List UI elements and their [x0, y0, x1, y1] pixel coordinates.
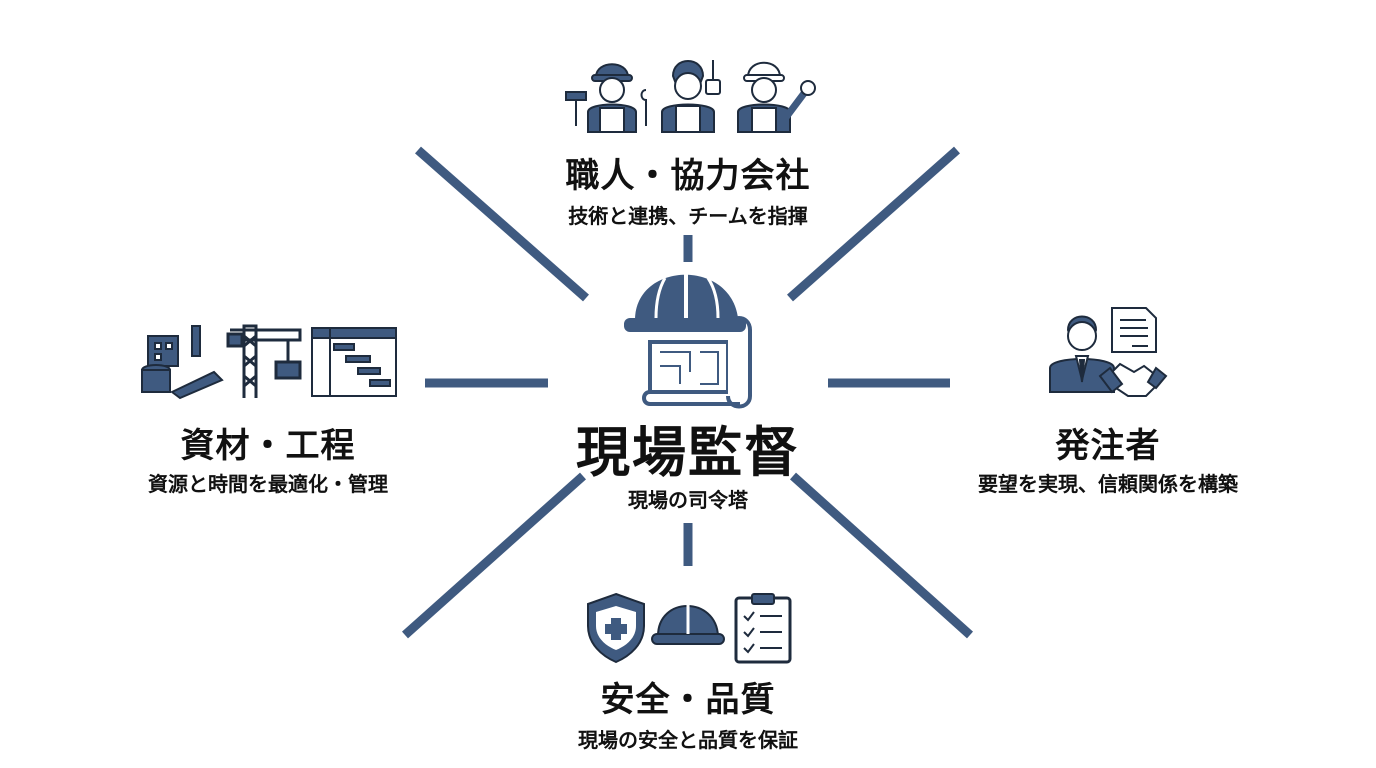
hard-hat-icon: [624, 268, 746, 332]
building-materials-icon: [141, 325, 224, 400]
node-right-desc: 要望を実現、信頼関係を構築: [978, 472, 1238, 496]
businessman-icon: [1049, 315, 1115, 393]
worker-wrench-icon: [737, 61, 816, 133]
shield-plus-icon: [587, 592, 645, 664]
node-top-title: 職人・協力会社: [565, 156, 811, 196]
connector-top-right: [787, 146, 960, 302]
node-bottom-title: 安全・品質: [600, 680, 776, 720]
crane-icon: [226, 324, 302, 398]
gantt-chart-icon: [311, 327, 397, 397]
hard-hat-small-icon: [651, 602, 725, 645]
center-title: 現場監督: [576, 421, 800, 484]
node-bottom-desc: 現場の安全と品質を保証: [578, 728, 798, 752]
handshake-icon: [1098, 362, 1168, 397]
node-top-desc: 技術と連携、チームを指揮: [568, 204, 808, 228]
node-left-title: 資材・工程: [180, 426, 356, 466]
center-subtitle: 現場の司令塔: [628, 488, 748, 512]
node-right-title: 発注者: [1055, 426, 1161, 466]
document-icon: [1111, 307, 1157, 353]
checklist-icon: [734, 593, 792, 664]
worker-thumbs-up-icon: [661, 60, 721, 133]
connector-bottom-right: [789, 472, 974, 639]
connector-top-left: [415, 146, 589, 302]
worker-hammer-icon: [565, 63, 647, 133]
connector-bottom-left: [402, 472, 586, 639]
node-left-desc: 資源と時間を最適化・管理: [148, 472, 388, 496]
